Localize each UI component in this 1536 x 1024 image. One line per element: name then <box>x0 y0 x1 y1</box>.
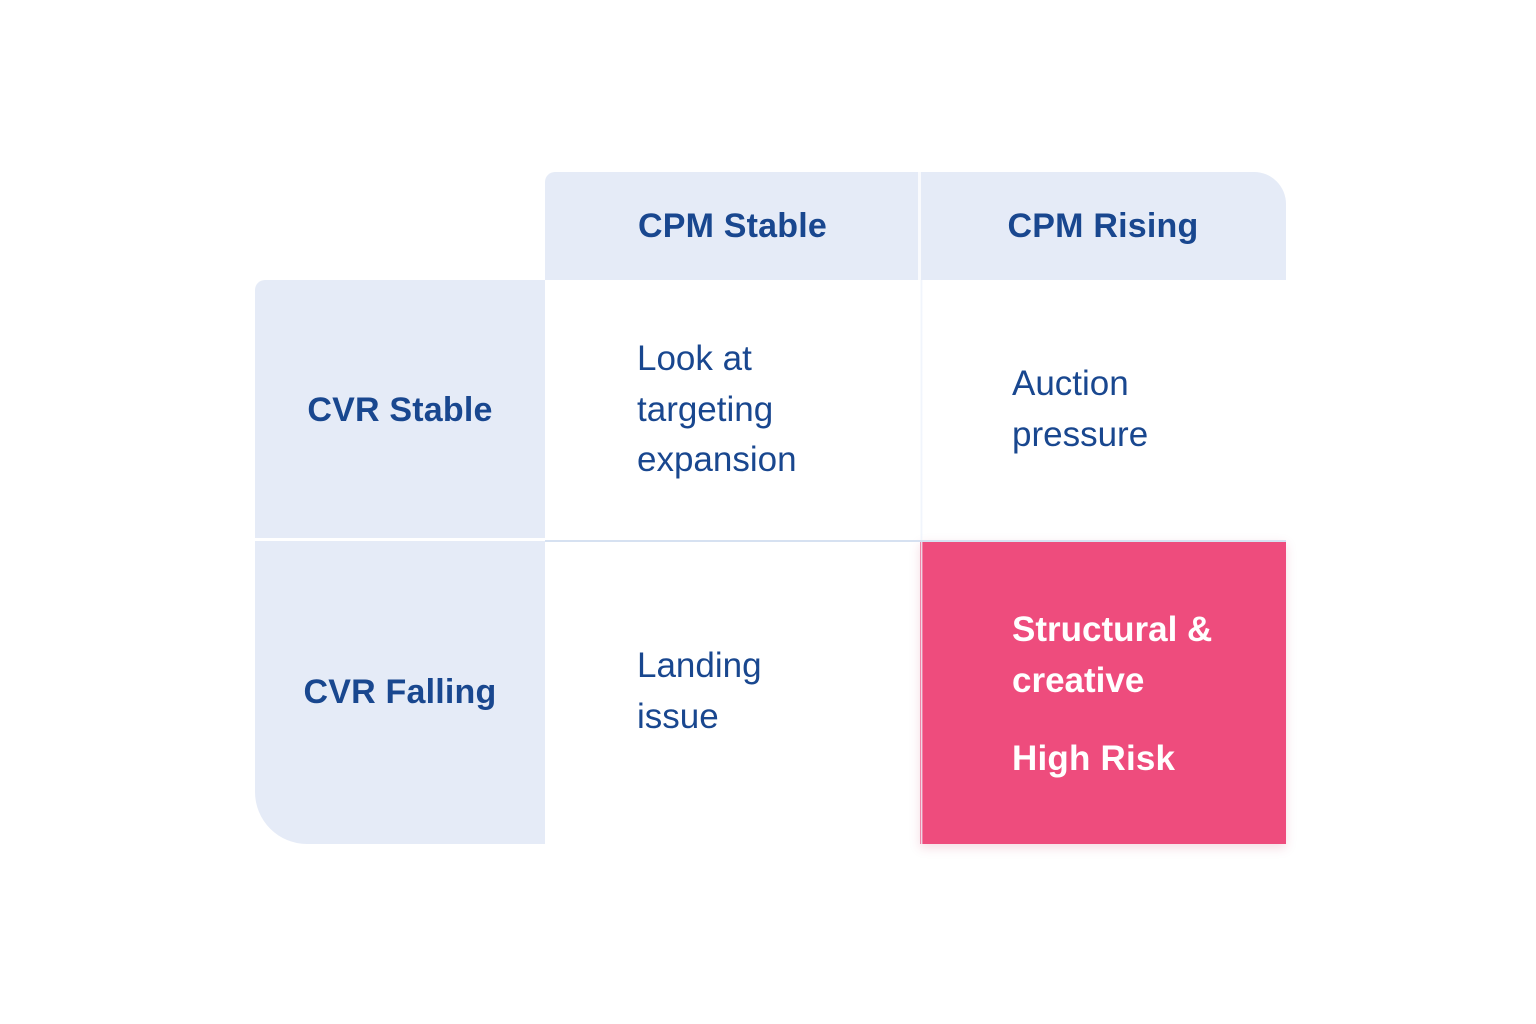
matrix-cell-falling-rising-high-risk[interactable]: Structural & creative High Risk <box>920 540 1286 844</box>
matrix-grid: CPM Stable CPM Rising CVR Stable Look at… <box>255 172 1286 844</box>
row-header-label: CVR Falling <box>303 672 497 711</box>
row-header-label: CVR Stable <box>307 390 493 429</box>
column-header-label: CPM Rising <box>1007 206 1199 245</box>
row-header-cvr-stable[interactable]: CVR Stable <box>255 280 545 540</box>
matrix-cell-emphasis: High Risk <box>1012 738 1176 778</box>
matrix-cell-text: Look at targeting expansion <box>637 338 797 480</box>
matrix-corner-cell <box>255 172 545 280</box>
column-header-label: CPM Stable <box>637 206 828 245</box>
matrix-cell-falling-stable[interactable]: Landing issue <box>545 540 920 844</box>
matrix-cell-text: Structural & creative <box>1012 610 1213 700</box>
matrix-cell-stable-rising[interactable]: Auction pressure <box>920 280 1286 540</box>
matrix-cell-text: Auction pressure <box>1012 364 1149 454</box>
risk-matrix: CPM Stable CPM Rising CVR Stable Look at… <box>255 172 1286 844</box>
column-header-cpm-stable[interactable]: CPM Stable <box>545 172 920 280</box>
column-header-cpm-rising[interactable]: CPM Rising <box>918 172 1286 280</box>
matrix-cell-text: Landing issue <box>637 646 762 736</box>
row-header-cvr-falling[interactable]: CVR Falling <box>255 538 545 844</box>
matrix-cell-stable-stable[interactable]: Look at targeting expansion <box>545 280 920 540</box>
